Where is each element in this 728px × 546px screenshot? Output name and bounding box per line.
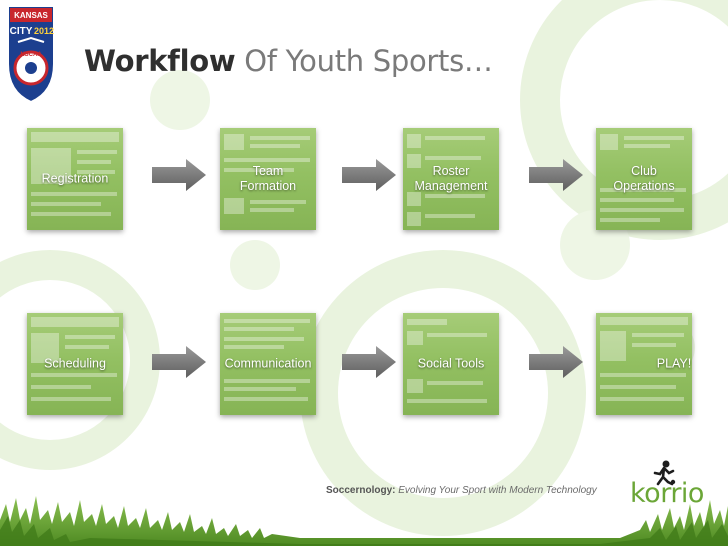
step-play: PLAY! xyxy=(596,313,692,415)
step-social-tools: Social Tools xyxy=(403,313,499,415)
right-arrow-icon xyxy=(152,346,206,378)
svg-text:NSCAA: NSCAA xyxy=(20,52,42,58)
right-arrow-icon xyxy=(529,346,583,378)
step-label: Social Tools xyxy=(417,356,485,371)
screenshot-thumbnail xyxy=(31,132,119,216)
screenshot-thumbnail xyxy=(31,317,119,401)
screenshot-thumbnail xyxy=(224,319,310,401)
step-label: PLAY! xyxy=(656,356,692,371)
svg-text:2012: 2012 xyxy=(34,26,54,36)
right-arrow-icon xyxy=(152,159,206,191)
event-badge-logo: KANSAS CITY 2012 NSCAA xyxy=(4,4,58,104)
step-communication: Communication xyxy=(220,313,316,415)
soccer-player-icon xyxy=(653,460,676,486)
screenshot-thumbnail xyxy=(600,134,686,222)
korrio-logo: korrio xyxy=(624,460,714,510)
grass-decoration xyxy=(0,496,728,546)
step-registration: Registration xyxy=(27,128,123,230)
right-arrow-icon xyxy=(529,159,583,191)
footer-tagline-text: Evolving Your Sport with Modern Technolo… xyxy=(398,485,597,496)
page-title: Workflow Of Youth Sports… xyxy=(84,44,493,78)
korrio-logo-text: korrio xyxy=(630,478,704,509)
right-arrow-icon xyxy=(342,346,396,378)
step-label: Communication xyxy=(224,356,312,371)
svg-text:KANSAS: KANSAS xyxy=(14,11,48,20)
footer-tagline: Soccernology: Evolving Your Sport with M… xyxy=(326,485,597,496)
footer-brand: Soccernology: xyxy=(326,485,396,496)
step-label: Scheduling xyxy=(44,356,106,371)
screenshot-thumbnail xyxy=(407,319,487,403)
title-bold: Workflow xyxy=(84,44,236,78)
screenshot-thumbnail xyxy=(600,317,688,401)
step-label: Registration xyxy=(41,171,109,186)
svg-text:CITY: CITY xyxy=(10,26,33,37)
title-rest: Of Youth Sports… xyxy=(244,44,493,78)
screenshot-thumbnail xyxy=(224,134,310,214)
screenshot-thumbnail xyxy=(407,134,485,226)
step-scheduling: Scheduling xyxy=(27,313,123,415)
right-arrow-icon xyxy=(342,159,396,191)
